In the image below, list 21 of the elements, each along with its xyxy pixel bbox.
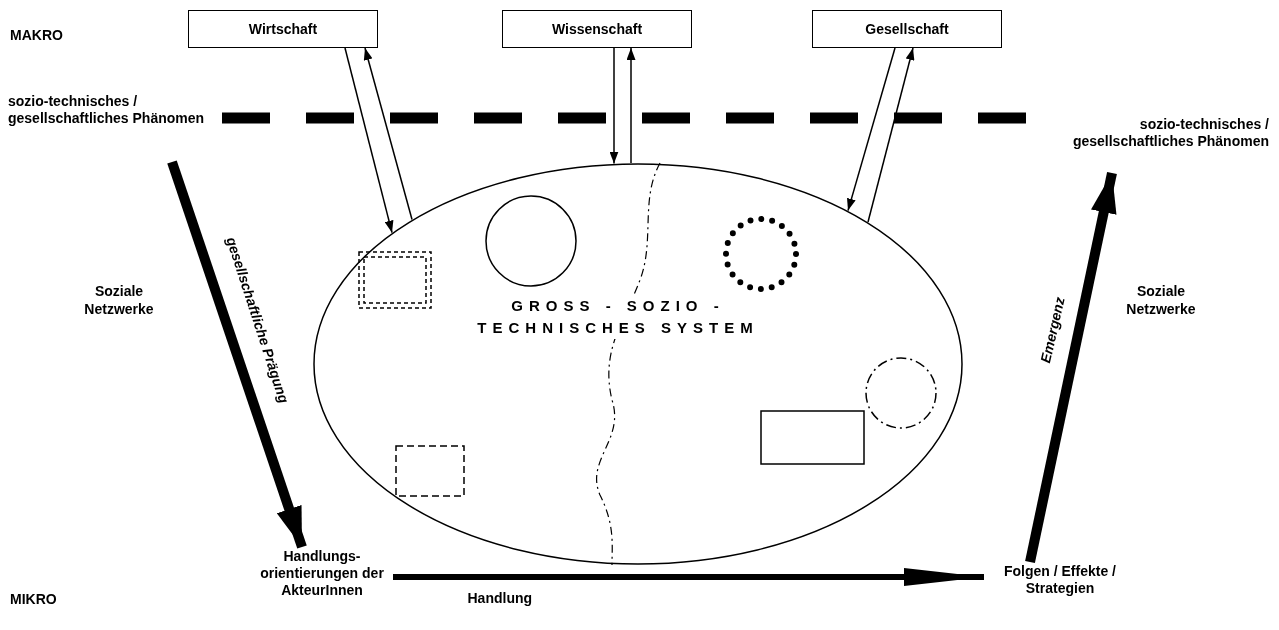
arrow — [847, 47, 896, 212]
arrow — [1025, 171, 1117, 564]
arrow — [626, 47, 636, 164]
level-label: MIKRO — [10, 590, 57, 608]
sector-box: Wirtschaft — [188, 10, 378, 48]
arrow — [363, 47, 413, 221]
arrow — [393, 568, 984, 586]
arrow — [344, 47, 394, 234]
level-label: MAKRO — [10, 26, 63, 44]
sector-box: Wissenschaft — [502, 10, 692, 48]
arrow — [867, 47, 915, 223]
phenomenon-label: sozio-technisches / gesellschaftliches Phänomen — [1069, 116, 1269, 172]
edge-label: Handlung — [467, 590, 533, 606]
network-label: Soziale Netzwerke — [83, 282, 155, 318]
arrow — [167, 160, 307, 549]
arrow — [609, 47, 619, 165]
micro-label: Handlungs- orientierungen der AkteurInnen — [252, 548, 392, 614]
micro-label: Folgen / Effekte / Strategien — [985, 563, 1135, 609]
phenomenon-label: sozio-technisches / gesellschaftliches Phänomen — [8, 93, 208, 161]
sector-box: Gesellschaft — [812, 10, 1002, 48]
network-label: Soziale Netzwerke — [1125, 282, 1197, 318]
